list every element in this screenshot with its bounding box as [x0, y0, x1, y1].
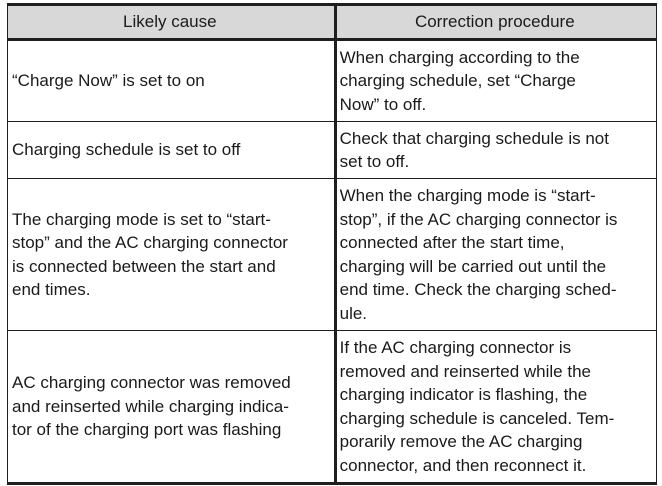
- cause-text: tor of the charging port was flashing: [12, 420, 282, 440]
- correction-cell: When the charging mode is “start- stop”,…: [333, 178, 658, 331]
- header-likely-cause: Likely cause: [7, 3, 336, 41]
- correction-text: set to off.: [339, 152, 410, 171]
- correction-text: charging schedule, set “Charge: [339, 71, 576, 91]
- correction-cell: If the AC charging connector is removed …: [333, 330, 658, 485]
- table-row: AC charging connector was removed and re…: [7, 330, 658, 485]
- cause-cell: The charging mode is set to “start- stop…: [7, 178, 336, 331]
- table-header: Likely cause Correction procedure: [7, 3, 658, 41]
- correction-text: connected after the start time,: [339, 233, 565, 252]
- correction-text: Check that charging schedule is not: [339, 128, 609, 148]
- table-row: Charging schedule is set to off Check th…: [7, 121, 658, 179]
- correction-text: charging indicator is flashing, the: [339, 385, 588, 404]
- correction-text: ule.: [339, 303, 368, 323]
- table-body: “Charge Now” is set to on When charging …: [7, 39, 658, 485]
- correction-text: connector, and then reconnect it.: [339, 455, 587, 475]
- header-correction-procedure: Correction procedure: [333, 3, 658, 41]
- table-row: The charging mode is set to “start- stop…: [7, 178, 658, 331]
- correction-text: removed and reinserted while the: [339, 361, 591, 381]
- correction-cell: Check that charging schedule is not set …: [333, 121, 658, 179]
- cause-text: The charging mode is set to “start-: [12, 209, 271, 229]
- cause-cell: Charging schedule is set to off: [7, 121, 336, 179]
- cause-text: Charging schedule is set to off: [12, 140, 241, 160]
- correction-cell: When charging according to the charging …: [333, 39, 658, 122]
- correction-text: charging schedule is canceled. Tem-: [339, 408, 615, 428]
- correction-text: end time. Check the charging sched-: [339, 280, 617, 299]
- correction-text: When the charging mode is “start-: [339, 186, 596, 205]
- correction-text: charging will be carried out until the: [339, 256, 607, 276]
- cause-text: stop” and the AC charging connector: [12, 233, 288, 252]
- cause-text: end times.: [12, 280, 91, 299]
- cause-text: “Charge Now” is set to on: [12, 71, 205, 91]
- correction-text: porarily remove the AC charging: [339, 432, 583, 451]
- cause-cell: “Charge Now” is set to on: [7, 39, 336, 122]
- correction-text: stop”, if the AC charging connector is: [339, 209, 618, 229]
- header-row: Likely cause Correction procedure: [7, 3, 658, 41]
- cause-cell: AC charging connector was removed and re…: [7, 330, 336, 485]
- correction-text: If the AC charging connector is: [339, 338, 572, 357]
- cause-text: AC charging connector was removed: [12, 373, 291, 393]
- correction-text: When charging according to the: [339, 47, 580, 67]
- table-row: “Charge Now” is set to on When charging …: [7, 39, 658, 122]
- cause-text: is connected between the start and: [12, 256, 276, 276]
- troubleshooting-table: Likely cause Correction procedure “Charg…: [7, 3, 658, 485]
- cause-text: and reinserted while charging indica-: [12, 396, 289, 416]
- correction-text: Now” to off.: [339, 94, 427, 114]
